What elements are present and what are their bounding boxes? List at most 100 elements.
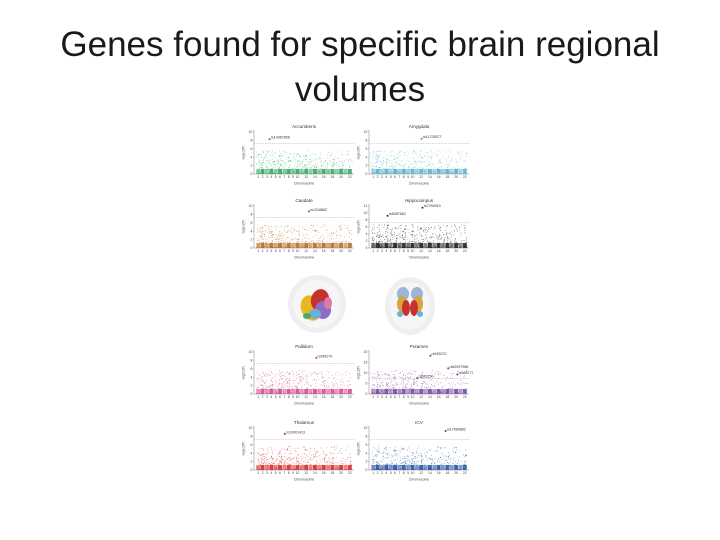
x-tick-label: 5: [275, 395, 277, 399]
x-tick-label: 2: [262, 175, 264, 179]
top-snp-point: [315, 356, 318, 359]
snp-scatter: [371, 370, 468, 395]
x-tick-label: 1: [372, 471, 374, 475]
y-tick-label: 4: [251, 375, 253, 379]
x-tick-label: 1: [372, 249, 374, 253]
x-tick-label: 12: [304, 175, 308, 179]
x-tick-label: 10: [296, 249, 300, 253]
x-tick-label: 10: [411, 395, 415, 399]
top-snp-point: [421, 206, 424, 209]
slide-title: Genes found for specific brain regional …: [60, 25, 660, 109]
x-tick-label: 9: [292, 175, 294, 179]
x-tick-label: 16: [322, 471, 326, 475]
x-tick-label: 5: [275, 175, 277, 179]
x-tick-label: 18: [445, 175, 449, 179]
x-tick-label: 22: [348, 175, 352, 179]
x-tick-label: 4: [270, 395, 272, 399]
x-tick-label: 20: [339, 175, 343, 179]
x-tick-label: 16: [322, 249, 326, 253]
x-tick-label: 20: [339, 395, 343, 399]
y-axis-label: -log10(P): [242, 442, 246, 456]
x-tick-label: 3: [381, 395, 383, 399]
x-tick-label: 6: [394, 395, 396, 399]
x-tick-label: 6: [279, 175, 281, 179]
x-tick-label: 3: [266, 471, 268, 475]
y-tick-label: 10: [249, 130, 253, 134]
x-tick-label: 10: [296, 471, 300, 475]
snp-scatter: [256, 224, 353, 249]
snp-label: rs7294919: [424, 204, 441, 208]
x-tick-label: 5: [390, 175, 392, 179]
x-tick-label: 8: [403, 249, 405, 253]
y-tick-label: 6: [366, 443, 368, 447]
x-tick-label: 22: [348, 395, 352, 399]
top-snp-point: [386, 214, 389, 217]
x-axis-label: Chromosome: [294, 256, 314, 260]
snp-scatter: [256, 370, 353, 395]
x-tick-label: 6: [394, 471, 396, 475]
snp-scatter: [371, 150, 468, 175]
y-tick-label: 5: [366, 382, 368, 386]
x-tick-label: 14: [428, 471, 432, 475]
y-tick-label: 10: [249, 426, 253, 430]
y-tick-label: 8: [366, 435, 368, 439]
x-tick-label: 16: [437, 175, 441, 179]
x-tick-label: 8: [403, 471, 405, 475]
panel-title: Caudate: [295, 198, 313, 203]
x-tick-label: 20: [454, 249, 458, 253]
panel-title: Putamen: [410, 344, 429, 349]
x-tick-label: 12: [419, 395, 423, 399]
y-tick-label: 4: [366, 232, 368, 236]
top-snp-point: [444, 429, 447, 432]
x-tick-label: 20: [339, 471, 343, 475]
snp-label: rs945270: [432, 352, 447, 356]
x-tick-label: 16: [322, 175, 326, 179]
x-tick-label: 20: [454, 395, 458, 399]
x-tick-label: 9: [407, 395, 409, 399]
snp-scatter: [371, 224, 468, 249]
x-tick-label: 10: [411, 175, 415, 179]
x-tick-label: 3: [381, 471, 383, 475]
snp-scatter: [256, 150, 353, 175]
brain-subcortical-lateral-image: [288, 275, 346, 333]
x-tick-label: 20: [454, 175, 458, 179]
x-tick-label: 18: [445, 395, 449, 399]
x-tick-label: 16: [322, 395, 326, 399]
x-tick-label: 6: [279, 395, 281, 399]
x-tick-label: 22: [463, 395, 467, 399]
y-tick-label: 4: [366, 451, 368, 455]
x-tick-label: 2: [262, 471, 264, 475]
x-tick-label: 2: [377, 175, 379, 179]
x-tick-label: 10: [296, 175, 300, 179]
x-tick-label: 22: [463, 175, 467, 179]
panel-title: Amygdala: [409, 124, 430, 129]
x-tick-label: 1: [372, 175, 374, 179]
x-axis-label: Chromosome: [294, 478, 314, 482]
panel-title: Pallidum: [295, 344, 313, 349]
x-tick-label: 12: [419, 249, 423, 253]
x-tick-label: 4: [270, 175, 272, 179]
x-tick-label: 7: [398, 395, 400, 399]
x-tick-label: 4: [270, 471, 272, 475]
y-tick-label: 10: [249, 204, 253, 208]
y-tick-label: 0: [366, 468, 368, 472]
x-tick-label: 5: [390, 471, 392, 475]
x-tick-label: 22: [348, 249, 352, 253]
x-tick-label: 3: [266, 175, 268, 179]
panel-title: Thalamus: [294, 420, 315, 425]
x-tick-label: 5: [390, 249, 392, 253]
snp-label: rs683250: [418, 374, 433, 378]
x-tick-label: 6: [394, 175, 396, 179]
x-tick-label: 8: [403, 175, 405, 179]
x-axis-label: Chromosome: [409, 182, 429, 186]
top-snp-point: [416, 377, 419, 380]
x-tick-label: 22: [463, 471, 467, 475]
snp-label: rs6087771: [459, 371, 473, 375]
y-tick-label: 6: [251, 367, 253, 371]
x-tick-label: 7: [398, 249, 400, 253]
